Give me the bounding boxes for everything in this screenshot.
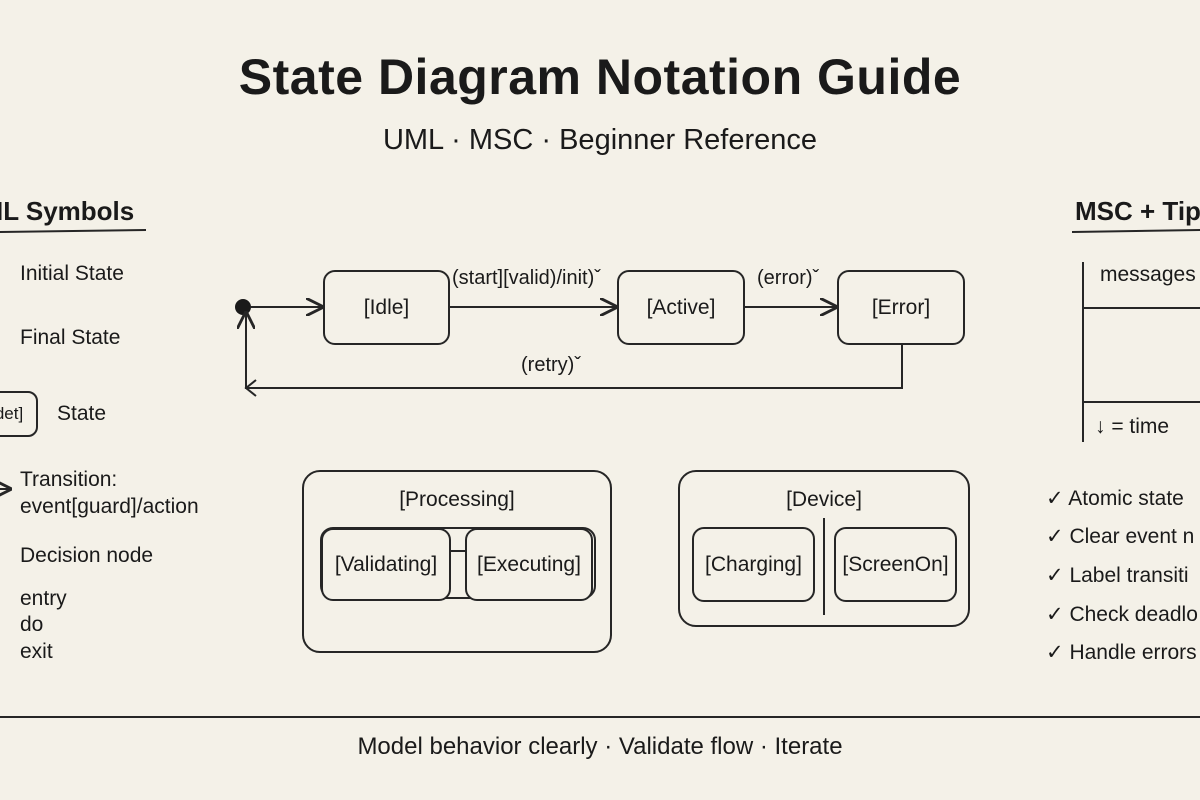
legend-transition-line1: Transition: (20, 468, 118, 491)
composite-processing-title: [Processing] (399, 488, 515, 511)
left-heading-underline (0, 229, 147, 233)
state-idle-label: [Idle] (363, 295, 410, 319)
msc-messages-label: messages (1100, 263, 1196, 286)
composite-device-title: [Device] (786, 488, 862, 511)
state-error: [Error] (837, 270, 965, 345)
state-charging: [Charging] (692, 527, 815, 602)
check-icon: ✓ (1046, 525, 1064, 548)
composite-processing: [Processing] (302, 470, 612, 653)
legend-state-label: State (57, 402, 107, 425)
state-executing: [Executing] (465, 528, 593, 601)
transition-start-label: (start][valid)/init)ˇ (452, 267, 601, 289)
tip-item-1: ✓ Atomic state (1046, 486, 1184, 511)
page-title: State Diagram Notation Guide (238, 49, 962, 105)
legend-transition-line2: event[guard]/action (20, 495, 199, 518)
footer-tagline: Model behavior clearly · Validate flow ·… (357, 733, 843, 760)
right-heading-underline (1071, 229, 1200, 233)
state-error-label: [Error] (871, 295, 931, 319)
state-active: [Active] (617, 270, 745, 345)
check-icon: ✓ (1046, 564, 1064, 587)
tip-item-5-text: Handle errors (1069, 641, 1197, 664)
initial-state-dot (235, 299, 251, 315)
left-panel-heading: IL Symbols (0, 196, 135, 226)
retry-loop-arrow (246, 313, 903, 389)
tip-item-4: ✓ Check deadlo (1046, 602, 1198, 627)
tip-item-3-text: Label transiti (1069, 564, 1189, 587)
state-executing-label: [Executing] (477, 552, 581, 576)
state-screen-on: [ScreenOn] (834, 527, 957, 602)
legend-decision-node: Decision node (20, 544, 154, 567)
legend-initial-state: Initial State (20, 262, 124, 285)
legend-entry: entry (20, 587, 67, 610)
tip-item-2-text: Clear event n (1069, 525, 1195, 548)
state-screen-on-label: [ScreenOn] (842, 552, 949, 576)
tip-item-3: ✓ Label transiti (1046, 563, 1189, 588)
legend-state-box-text: det] (0, 404, 24, 423)
legend-final-state: Final State (20, 326, 121, 349)
transition-retry-label: (retry)ˇ (521, 354, 581, 376)
retry-arrowhead-left (244, 379, 257, 397)
tip-item-1-text: Atomic state (1068, 487, 1184, 510)
msc-time-label: ↓ = time (1095, 415, 1170, 438)
legend-do: do (20, 613, 44, 636)
legend-state-box: det] (0, 391, 38, 437)
state-charging-label: [Charging] (705, 552, 802, 576)
check-icon: ✓ (1046, 603, 1064, 626)
check-icon: ✓ (1046, 487, 1064, 510)
tip-item-2: ✓ Clear event n (1046, 524, 1194, 549)
transition-error-label: (error)ˇ (757, 267, 820, 289)
legend-exit: exit (20, 640, 53, 663)
state-validating: [Validating] (321, 528, 451, 601)
state-validating-label: [Validating] (334, 552, 438, 576)
tip-item-4-text: Check deadlo (1069, 603, 1198, 626)
state-idle: [Idle] (323, 270, 450, 345)
page-subtitle: UML · MSC · Beginner Reference (382, 124, 818, 156)
state-active-label: [Active] (646, 295, 716, 319)
tip-item-5: ✓ Handle errors (1046, 640, 1197, 665)
composite-device: [Device] (678, 470, 970, 627)
check-icon: ✓ (1046, 641, 1064, 664)
right-panel-heading: MSC + Tip (1075, 196, 1200, 226)
